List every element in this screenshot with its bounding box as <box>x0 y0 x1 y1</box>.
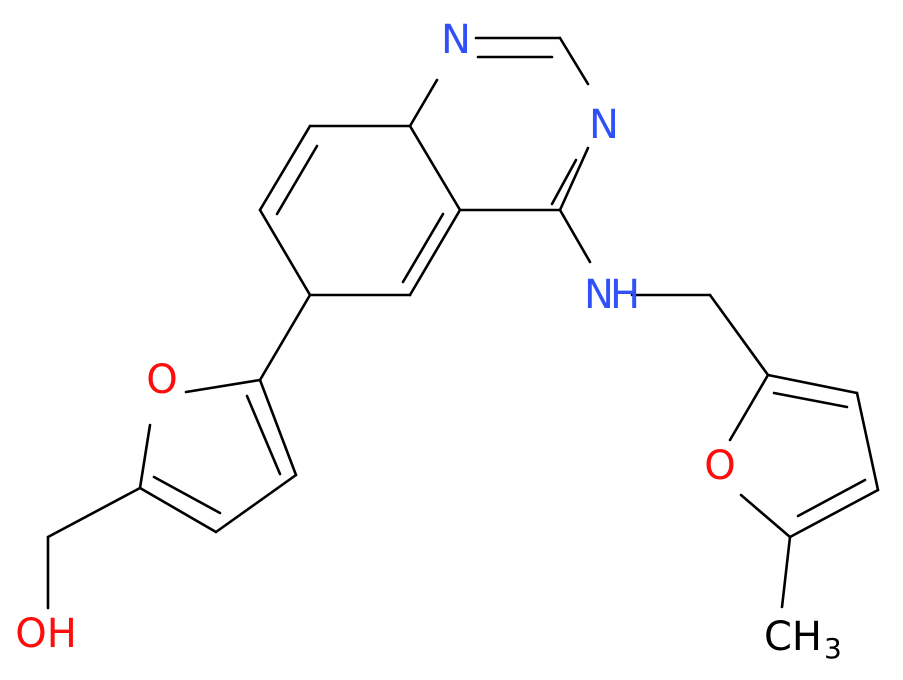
bond-double <box>796 478 867 518</box>
bond <box>788 488 880 539</box>
bond <box>780 535 792 609</box>
bond <box>558 208 592 264</box>
bond <box>138 423 152 490</box>
bond-double <box>152 475 222 515</box>
bond <box>766 373 859 395</box>
bond <box>558 36 590 86</box>
methyl-subscript: 3 <box>824 632 842 665</box>
bond-double <box>401 212 445 284</box>
hydroxyl-label: OH <box>15 611 77 657</box>
bond <box>138 486 218 534</box>
bond <box>739 493 792 539</box>
amine-nitrogen-label: N <box>584 272 614 318</box>
bond <box>708 293 770 377</box>
nitrogen-label-n3: N <box>589 102 619 148</box>
quinazoline-ring <box>258 36 590 297</box>
bond <box>214 473 298 534</box>
bond <box>46 486 142 539</box>
bond <box>258 378 298 477</box>
bond <box>258 293 312 382</box>
bond <box>408 208 462 297</box>
bond <box>558 146 590 212</box>
methylfuran-ring <box>728 373 880 609</box>
bond <box>408 78 439 128</box>
bond <box>728 373 770 442</box>
hydroxymethylfuran-ring <box>46 293 312 610</box>
nitrogen-label-n1: N <box>441 17 471 63</box>
amine-hydrogen-label: H <box>610 272 640 318</box>
amine-linker <box>558 208 770 377</box>
bond-double <box>275 144 319 216</box>
bond <box>258 208 312 297</box>
bond-double <box>550 158 578 206</box>
bond <box>408 124 462 212</box>
atom-labels: N N N H O O OH CH 3 <box>15 17 842 665</box>
oxygen-label-right-furan: O <box>704 443 735 489</box>
bond <box>258 124 312 212</box>
bond <box>184 378 262 394</box>
bond <box>855 391 880 492</box>
methyl-label: CH <box>764 614 822 660</box>
oxygen-label-left-furan: O <box>146 357 177 403</box>
bond-double <box>245 394 282 476</box>
bond-double <box>772 391 849 409</box>
